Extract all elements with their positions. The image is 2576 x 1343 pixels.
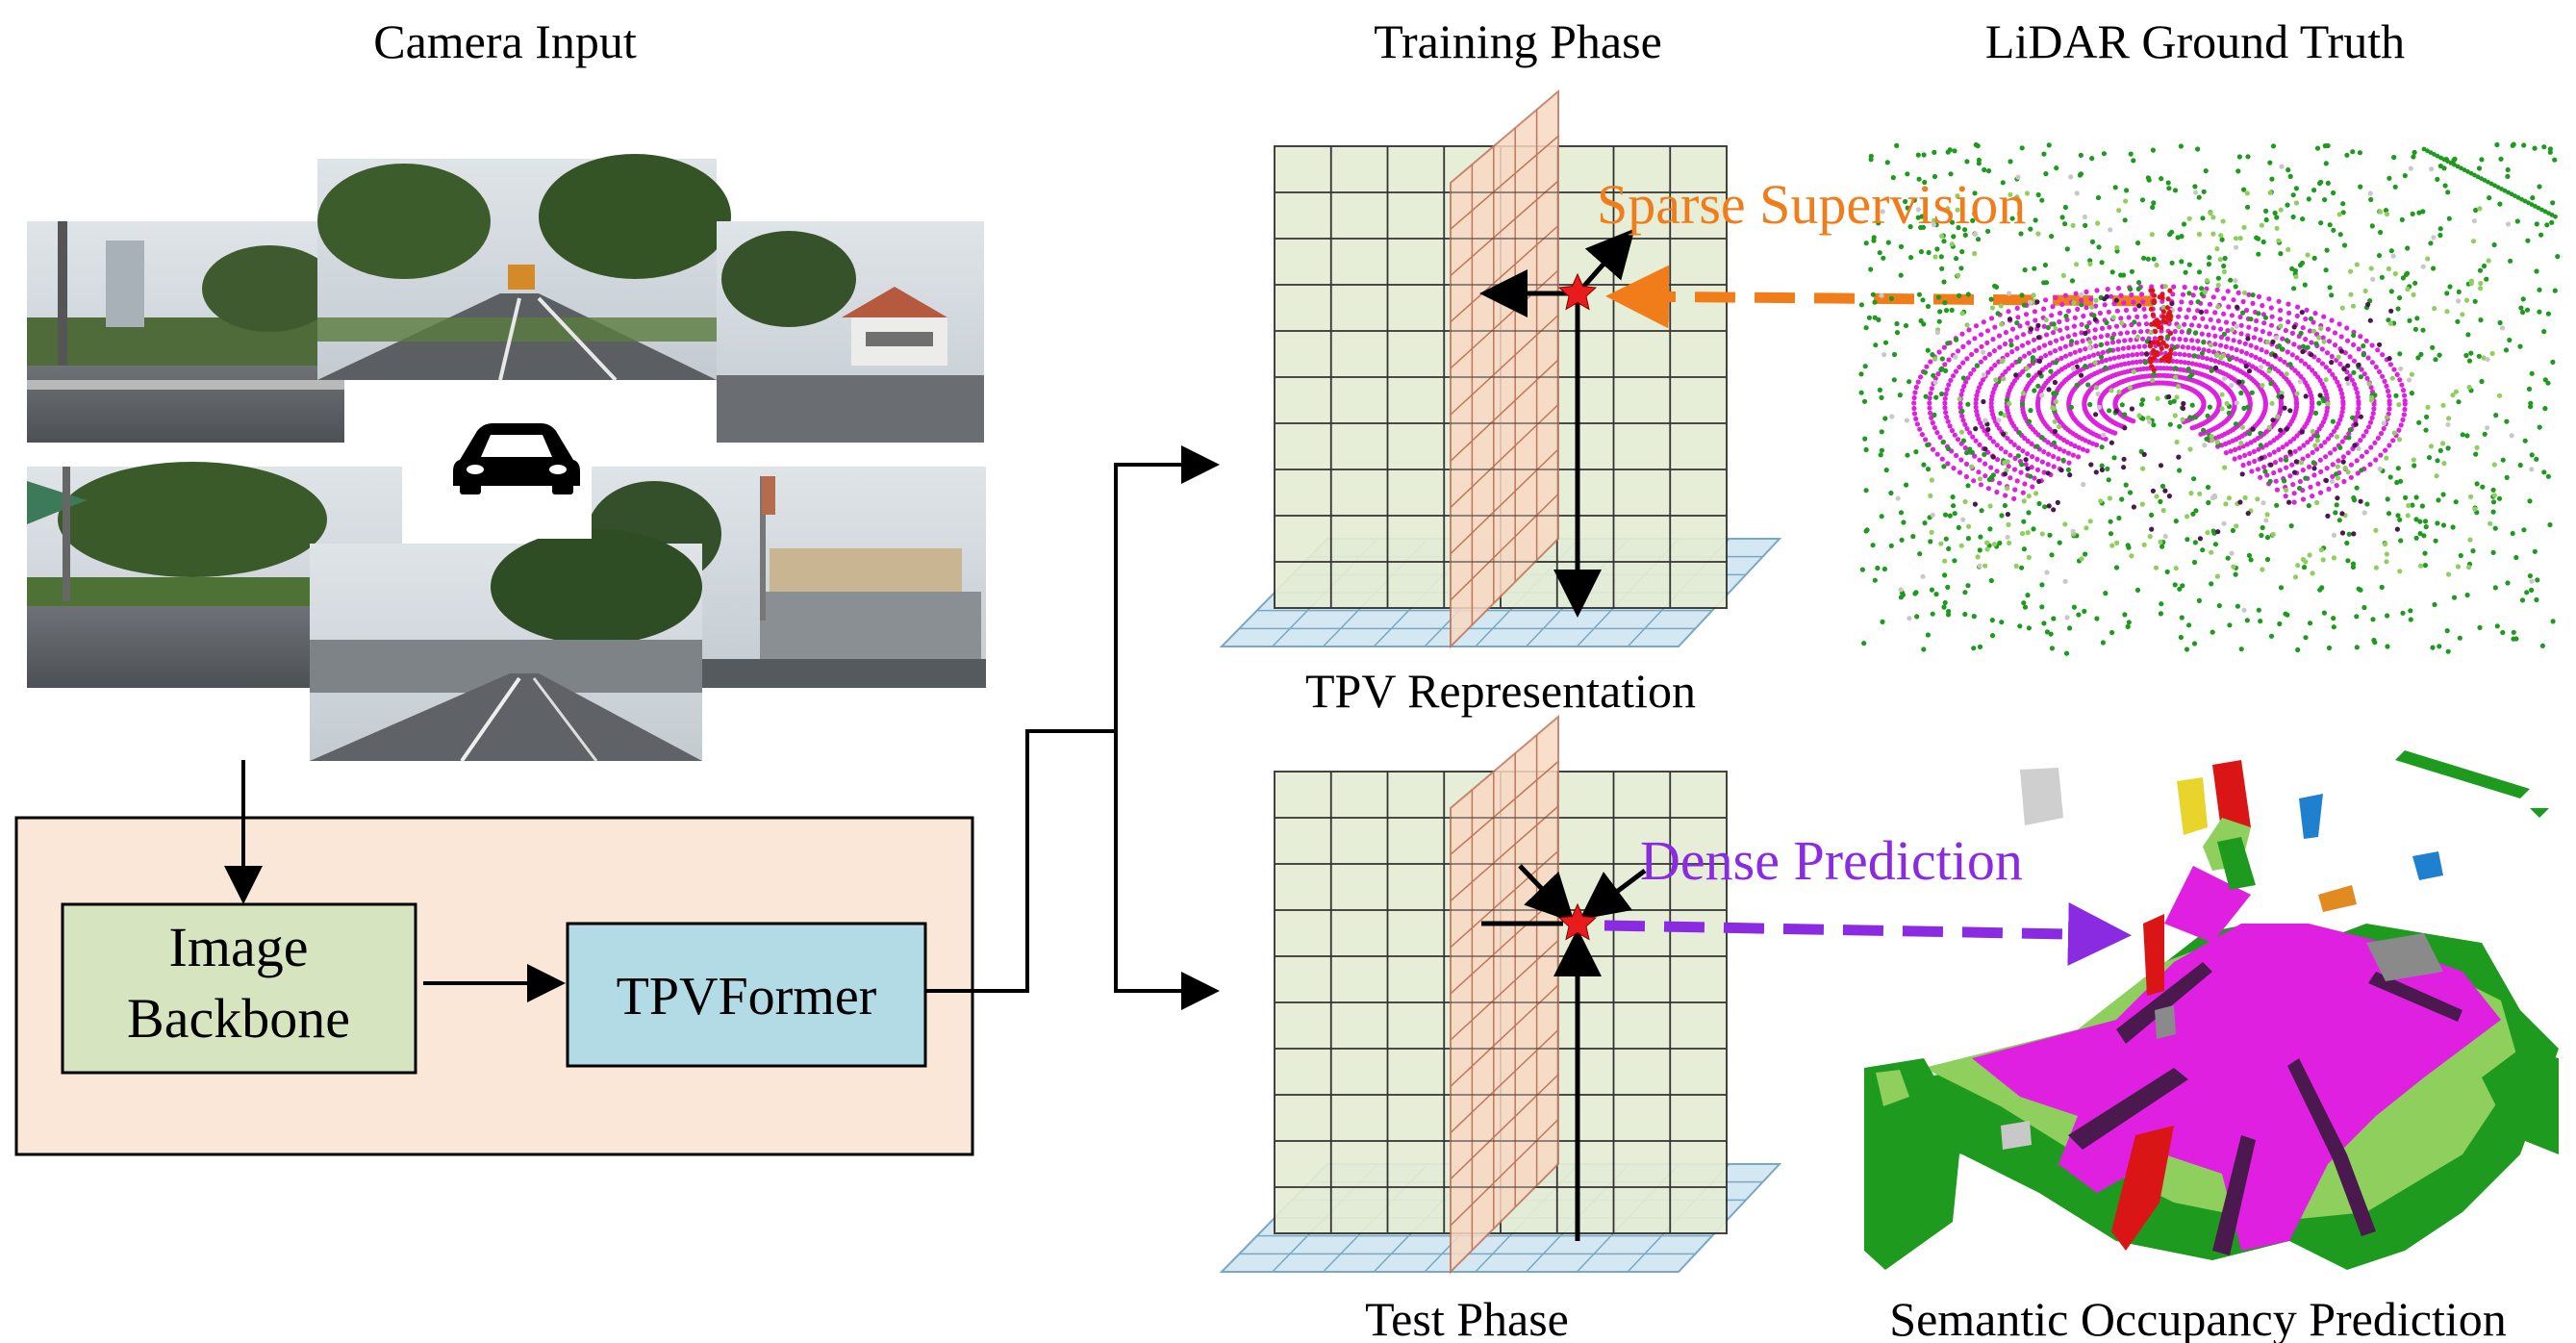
car-icon bbox=[442, 383, 592, 539]
title-semantic-occupancy-prediction: Semantic Occupancy Prediction bbox=[1889, 1292, 2506, 1343]
title-lidar-ground-truth: LiDAR Ground Truth bbox=[1985, 14, 2405, 68]
sparse-supervision-arrow bbox=[1605, 265, 2154, 329]
tpv-grid-training bbox=[1219, 89, 1782, 649]
camera-front-left bbox=[27, 221, 344, 443]
image-backbone-block bbox=[61, 902, 417, 1075]
camera-front-right bbox=[717, 221, 984, 443]
title-test-phase: Test Phase bbox=[1365, 1292, 1569, 1343]
star-icon bbox=[1557, 272, 1598, 311]
sparse-supervision-label: Sparse Supervision bbox=[1597, 173, 2026, 236]
tpv-grid-test bbox=[1219, 714, 1782, 1275]
lidar-ground-truth-pointcloud bbox=[1858, 141, 2561, 656]
training-query-arrows bbox=[1479, 228, 1635, 618]
dense-prediction-arrow bbox=[1604, 901, 2132, 966]
dense-prediction-label: Dense Prediction bbox=[1640, 829, 2023, 892]
arrow-tpvformer-split bbox=[925, 729, 1116, 993]
semantic-occupancy-prediction-voxels bbox=[1864, 750, 2559, 1270]
block-label-backbone: Backbone bbox=[127, 987, 350, 1050]
camera-images bbox=[27, 154, 986, 763]
camera-back bbox=[310, 529, 702, 763]
camera-front bbox=[317, 154, 731, 382]
arrow-to-test bbox=[1114, 731, 1220, 1010]
tpvformer-block bbox=[566, 922, 927, 1068]
title-tpv-representation: TPV Representation bbox=[1305, 664, 1696, 718]
arrow-to-training bbox=[1114, 445, 1220, 731]
test-query-arrows bbox=[1481, 864, 1647, 1241]
block-label-tpvformer: TPVFormer bbox=[617, 967, 877, 1026]
star-icon-test bbox=[1557, 902, 1598, 941]
block-label-image: Image bbox=[169, 916, 309, 978]
title-camera-input: Camera Input bbox=[373, 14, 637, 68]
camera-back-right bbox=[587, 467, 986, 688]
title-training-phase: Training Phase bbox=[1374, 14, 1662, 68]
